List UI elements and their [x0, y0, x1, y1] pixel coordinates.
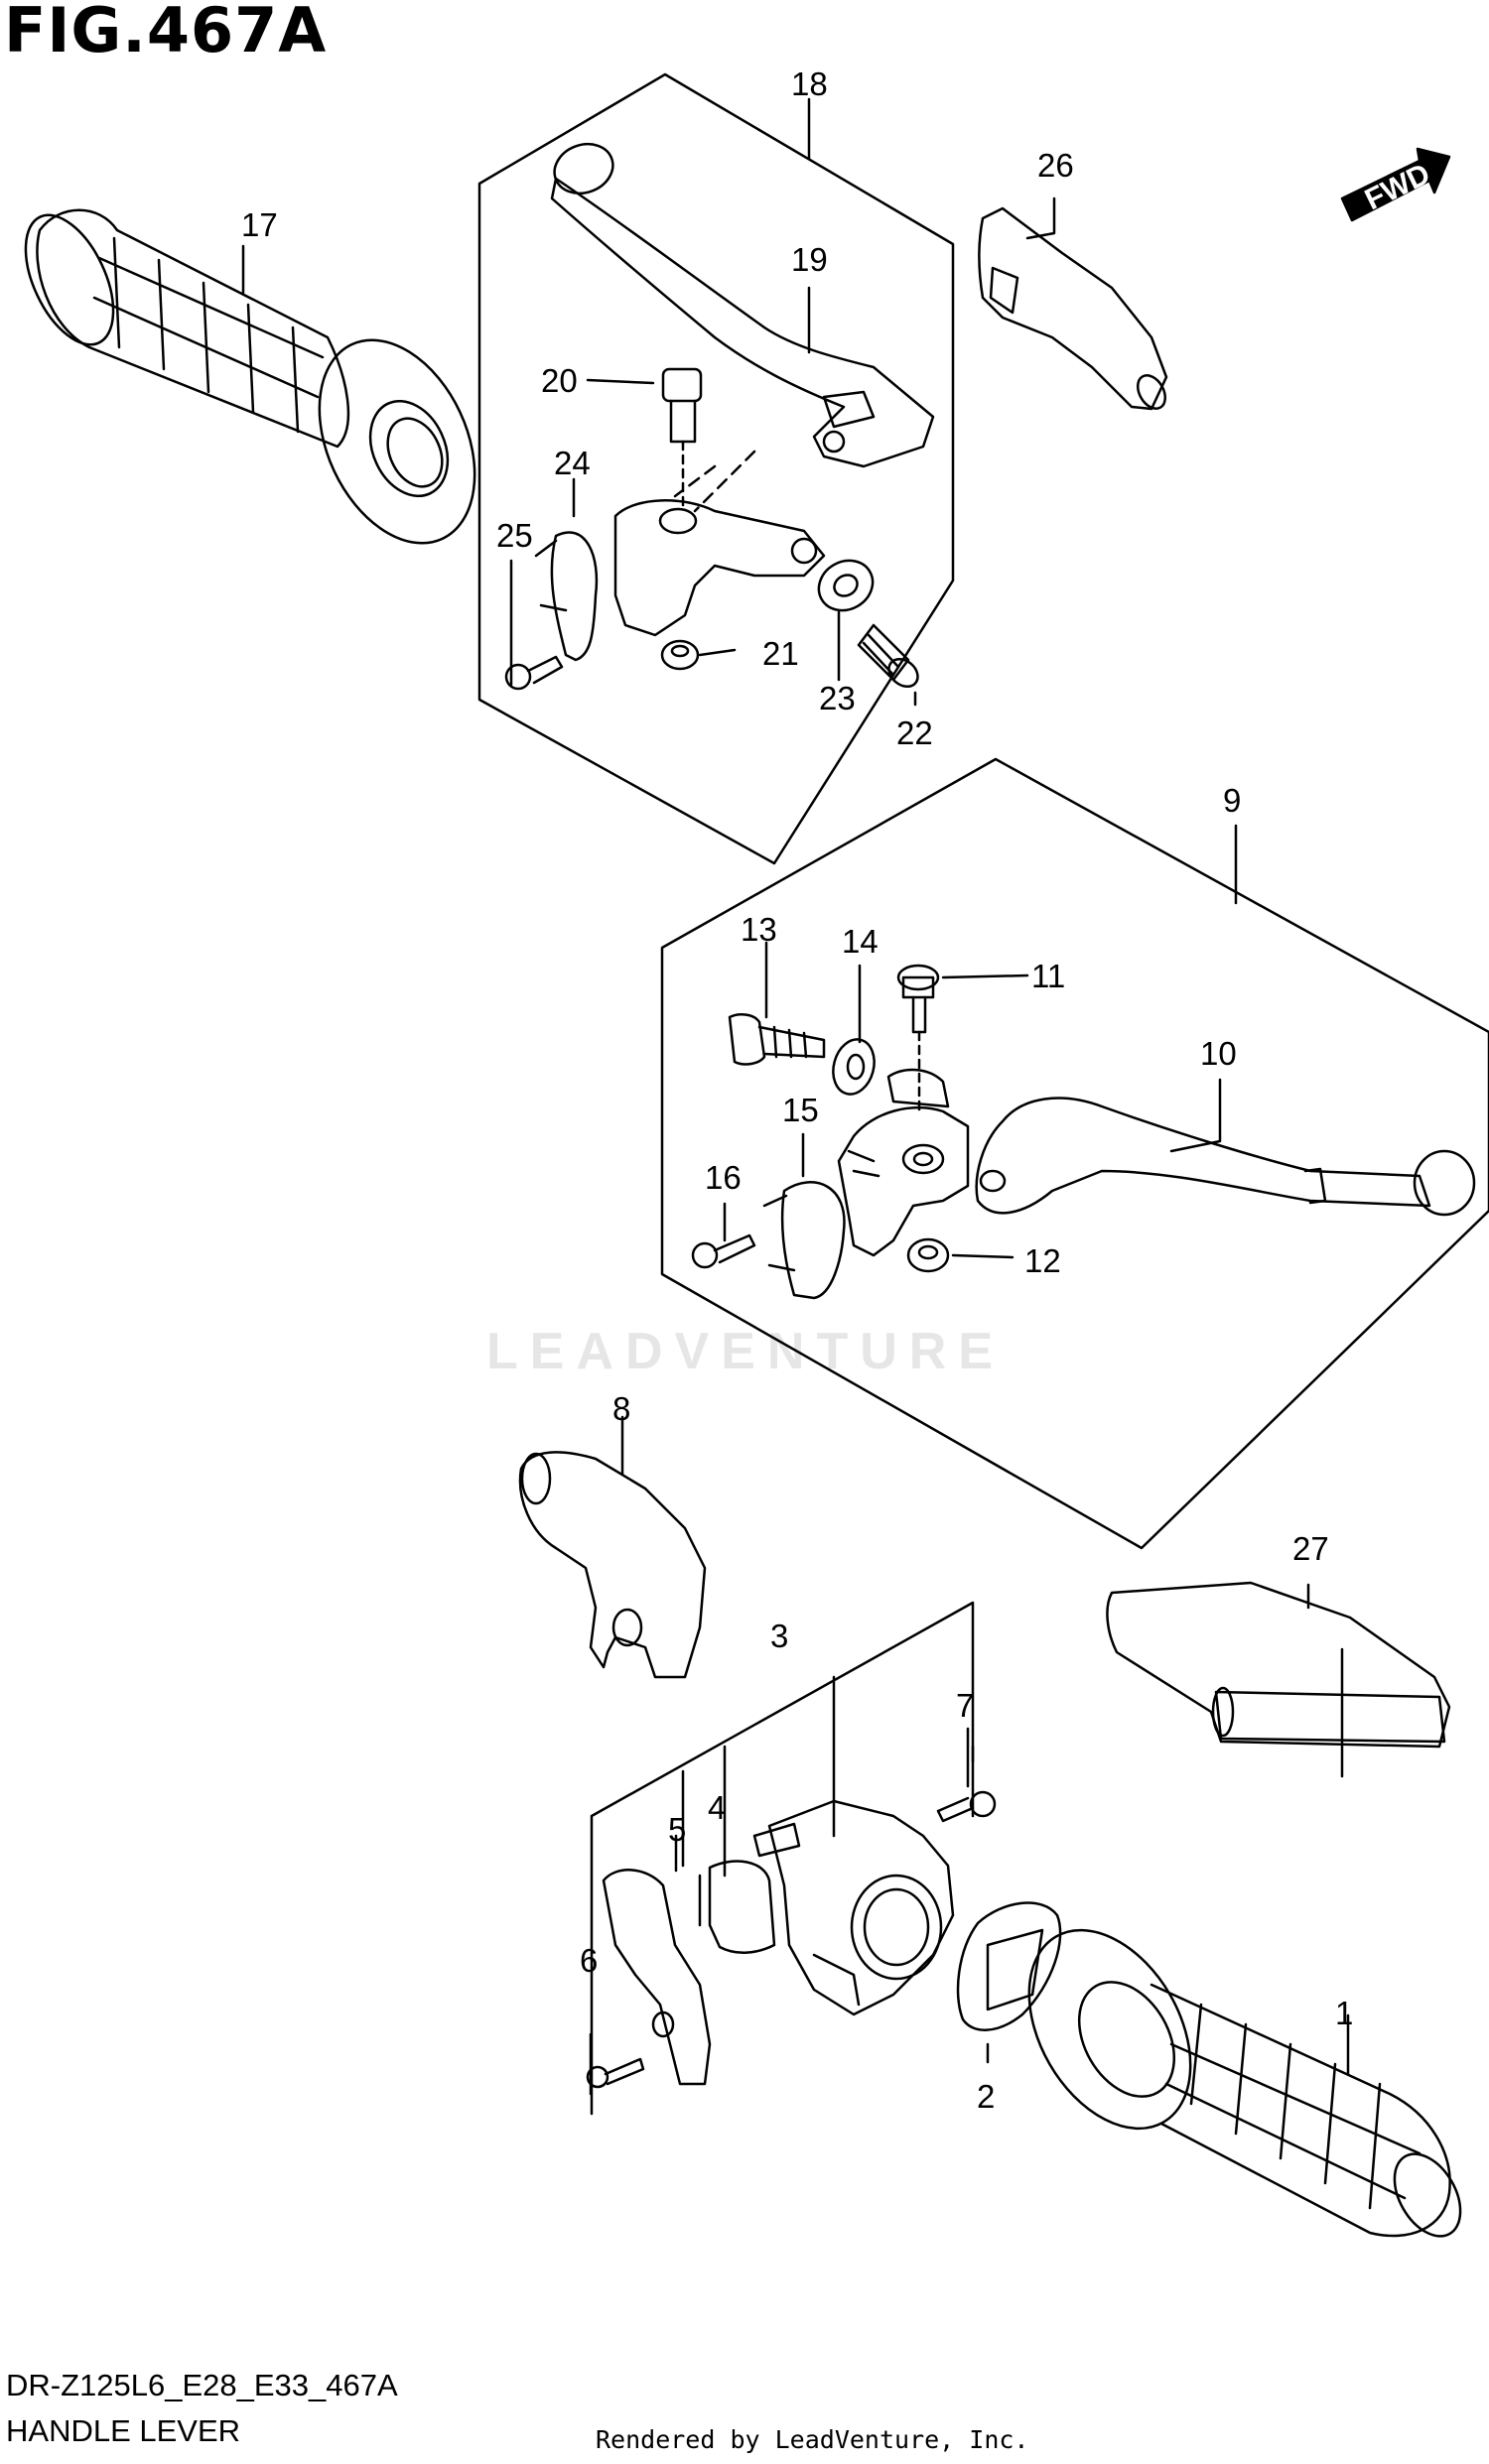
callout-20: 20 [541, 362, 578, 399]
callout-24: 24 [554, 445, 591, 481]
callout-7: 7 [956, 1687, 974, 1724]
screw-16-drawing [691, 1233, 756, 1269]
callout-15: 15 [782, 1092, 819, 1128]
nut-12-drawing [906, 1237, 950, 1273]
lever-holder-9-drawing [837, 1068, 970, 1257]
grip-1-drawing [1027, 1928, 1462, 2238]
lever-holder-drawing [534, 499, 826, 662]
callout-21: 21 [762, 635, 799, 672]
callout-8: 8 [612, 1390, 630, 1427]
model-code: DR-Z125L6_E28_E33_467A [6, 2368, 398, 2402]
callout-13: 13 [741, 911, 777, 948]
adjuster-13-drawing [728, 1013, 826, 1066]
ring-2-drawing [956, 1901, 1062, 2031]
fwd-arrow-icon [1340, 147, 1451, 222]
callout-25: 25 [496, 517, 533, 554]
nut-14-drawing [832, 1038, 876, 1096]
callout-16: 16 [705, 1159, 742, 1196]
callout-10: 10 [1200, 1035, 1237, 1072]
screw-6-drawing [586, 2057, 645, 2089]
plate-5-drawing [602, 1869, 712, 2086]
assembly-outline-18 [477, 72, 955, 865]
clamp-4-drawing [708, 1860, 776, 1954]
callout-5: 5 [668, 1811, 686, 1848]
callout-19: 19 [791, 241, 828, 278]
screw-25-drawing [504, 655, 564, 691]
watermark: LEADVENTURE [486, 1323, 1006, 1380]
callout-22: 22 [896, 714, 933, 751]
nut-21-drawing [660, 639, 700, 671]
switch-housing-3-drawing [752, 1799, 955, 2016]
callout-23: 23 [819, 680, 856, 716]
assembly-outline-9 [660, 757, 1489, 1550]
washer-23-drawing [817, 559, 875, 612]
callout-27: 27 [1292, 1530, 1329, 1567]
leader-lines [241, 97, 1350, 2096]
cover-27-drawing [1106, 1581, 1451, 1749]
callout-18: 18 [791, 65, 828, 102]
callout-6: 6 [580, 1942, 598, 1979]
figure-title: FIG.467A [4, 0, 328, 66]
render-credit: Rendered by LeadVenture, Inc. [596, 2425, 1029, 2454]
lever-19-drawing [550, 142, 935, 513]
callout-labels: 1 2 3 4 5 6 7 8 9 10 11 12 13 14 15 16 1… [241, 65, 1353, 2115]
callout-9: 9 [1223, 782, 1241, 819]
callout-14: 14 [842, 923, 879, 960]
cover-26-drawing [978, 206, 1168, 411]
section-name: HANDLE LEVER [6, 2413, 241, 2448]
callout-12: 12 [1024, 1242, 1061, 1279]
callout-3: 3 [770, 1618, 788, 1654]
adjuster-22-drawing [857, 623, 919, 689]
callout-2: 2 [977, 2078, 995, 2115]
bolt-20-drawing [661, 367, 703, 508]
fwd-label: FWD [1360, 158, 1435, 217]
callout-1: 1 [1335, 1995, 1353, 2031]
bolt-11-drawing [896, 964, 940, 1113]
callout-26: 26 [1037, 147, 1074, 184]
callout-11: 11 [1031, 958, 1065, 994]
grip-17-drawing [24, 208, 476, 545]
callout-17: 17 [241, 206, 278, 243]
callout-4: 4 [708, 1789, 726, 1826]
screw-7-drawing [936, 1790, 997, 1823]
clamp-15-drawing [762, 1181, 846, 1300]
lever-10-drawing [975, 1097, 1476, 1217]
leader-3-frame [590, 1601, 975, 2116]
cover-8-drawing [518, 1451, 707, 1679]
